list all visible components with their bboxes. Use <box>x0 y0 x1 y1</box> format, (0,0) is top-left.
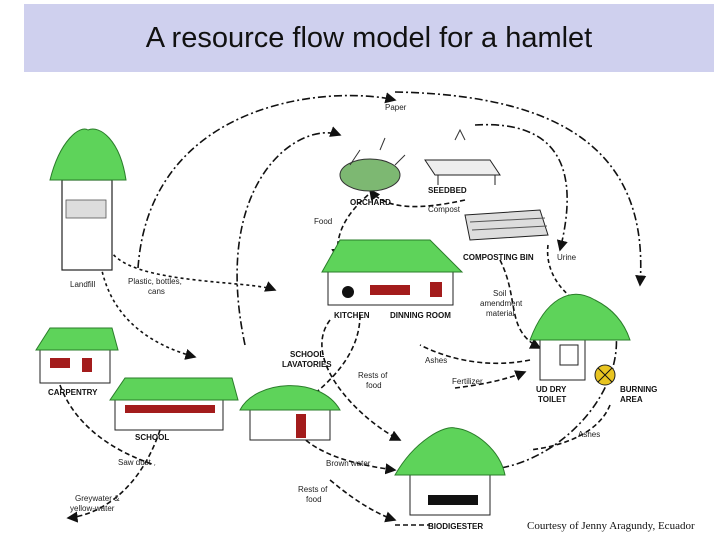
flow-outer-arc <box>394 91 647 287</box>
label-rests-food-1b: food <box>366 381 382 390</box>
label-ud-dry-2: TOILET <box>538 395 566 404</box>
landfill-building <box>49 128 127 271</box>
label-paper: Paper <box>385 103 407 112</box>
label-brown-water: Brown water <box>326 459 371 468</box>
label-kitchen: KITCHEN <box>334 311 370 320</box>
school-lavatories-building <box>239 385 341 441</box>
label-urine: Urine <box>557 253 577 262</box>
burning-area <box>594 364 616 386</box>
label-plastic-1: Plastic, bottles, <box>128 277 182 286</box>
label-carpentry: CARPENTRY <box>48 388 98 397</box>
seedbed-area <box>424 128 501 185</box>
label-orchard: ORCHARD <box>350 198 391 207</box>
label-school-lavatories-1: SCHOOL <box>290 350 324 359</box>
school-building <box>109 377 239 431</box>
title-band: A resource flow model for a hamlet <box>24 4 714 72</box>
flow-soil <box>499 259 542 349</box>
label-soil-1: Soil <box>493 289 507 298</box>
flow-fertilizer <box>454 370 527 389</box>
biodigester-building <box>394 427 506 516</box>
flow-greywater <box>66 429 161 523</box>
label-greywater-2: yellow-water <box>70 504 115 513</box>
image-credit: Courtesy of Jenny Aragundy, Ecuador <box>527 520 695 532</box>
flow-ashes-right <box>529 404 611 451</box>
label-seedbed: SEEDBED <box>428 186 467 195</box>
label-school-lavatories-2: LAVATORIES <box>282 360 332 369</box>
diagram-title: A resource flow model for a hamlet <box>145 22 593 54</box>
label-soil-3: material <box>486 309 515 318</box>
label-landfill: Landfill <box>70 280 96 289</box>
ud-dry-toilet-building <box>529 293 631 381</box>
label-soil-2: amendment <box>480 299 523 308</box>
label-school: SCHOOL <box>135 433 169 442</box>
label-compost: Compost <box>428 205 461 214</box>
flow-rests-food-2 <box>329 479 397 523</box>
flow-compost <box>369 188 466 208</box>
label-ashes-right: Ashes <box>578 430 600 439</box>
label-ashes: Ashes <box>425 356 447 365</box>
label-composting-bin: COMPOSTING BIN <box>463 253 534 262</box>
flow-kitchen-to-biodigester <box>321 319 402 441</box>
orchard-area <box>339 137 406 192</box>
label-saw-dust: Saw dust <box>118 458 152 467</box>
flow-ashes <box>419 344 531 365</box>
label-burning-1: BURNING <box>620 385 657 394</box>
flow-plastic-2 <box>99 259 197 360</box>
label-ud-dry-1: UD DRY <box>536 385 567 394</box>
label-plastic-2: cans <box>148 287 165 296</box>
label-food: Food <box>314 217 332 226</box>
label-rests-food-1a: Rests of <box>358 371 388 380</box>
flow-brown-water <box>299 434 397 475</box>
label-fertilizer: Fertilizer <box>452 377 483 386</box>
composting-bin <box>464 209 549 241</box>
flow-paper-arc <box>137 92 397 269</box>
label-dining-room: DINNING ROOM <box>390 311 451 320</box>
flow-sawdust <box>59 384 156 466</box>
flow-inner-arc <box>236 126 342 346</box>
carpentry-building <box>35 327 119 384</box>
label-biodigester: BIODIGESTER <box>428 522 483 531</box>
kitchen-dining-building <box>321 239 464 306</box>
flow-seedbed-arc <box>474 123 568 252</box>
label-burning-2: AREA <box>620 395 643 404</box>
label-greywater-1: Greywater & <box>75 494 120 503</box>
label-rests-food-2a: Rests of <box>298 485 328 494</box>
label-rests-food-2b: food <box>306 495 322 504</box>
